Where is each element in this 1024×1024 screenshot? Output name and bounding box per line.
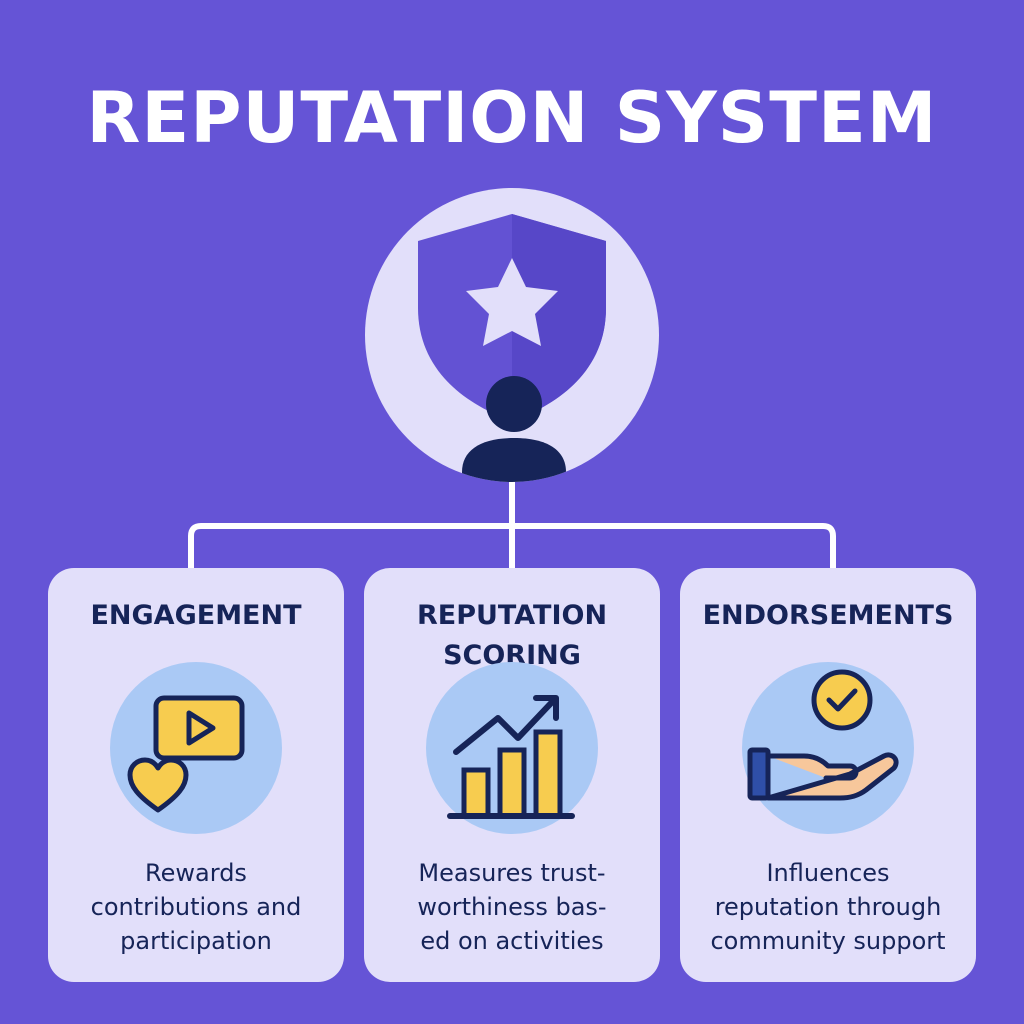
engagement-icon-circle <box>110 662 282 834</box>
check-circle-icon <box>811 669 873 731</box>
card-description: Rewards contributions and participation <box>48 856 344 958</box>
star-icon <box>466 258 558 346</box>
card-title-line: REPUTATION <box>416 600 608 631</box>
endorsements-icon-circle <box>742 662 914 834</box>
card-description: Measures trust- worthiness bas- ed on ac… <box>364 856 660 958</box>
user-icon <box>462 376 566 482</box>
diagram-title: REPUTATION SYSTEM <box>86 77 938 159</box>
card-description-line: reputation through <box>714 893 942 921</box>
scoring-icon-circle <box>426 662 598 834</box>
card-title: ENGAGEMENT <box>48 596 344 636</box>
card-description-line: Rewards <box>145 859 247 887</box>
reputation-hub <box>365 188 659 482</box>
endorsements-card: ENDORSEMENTS Influences reputation throu… <box>680 568 976 982</box>
card-description-line: contributions and <box>90 893 302 921</box>
card-description-line: ed on activities <box>420 927 604 955</box>
video-play-icon <box>153 695 245 761</box>
engagement-card: ENGAGEMENT Rewards contributions and par… <box>48 568 344 982</box>
card-title-line: ENGAGEMENT <box>90 600 302 631</box>
card-description-line: participation <box>120 927 272 955</box>
growth-chart-icon <box>447 695 575 819</box>
card-title-line: ENDORSEMENTS <box>702 600 954 631</box>
card-description-line: Measures trust- <box>418 859 606 887</box>
card-description-line: community support <box>710 927 946 955</box>
connector-branch <box>188 523 836 568</box>
open-hand-icon <box>747 747 899 801</box>
card-description-line: Influences <box>766 859 890 887</box>
heart-icon <box>127 757 189 813</box>
card-description-line: worthiness bas- <box>417 893 607 921</box>
reputation-scoring-card: REPUTATION SCORING Measures trust- worth… <box>364 568 660 982</box>
card-title: ENDORSEMENTS <box>680 596 976 636</box>
card-description: Influences reputation through community … <box>680 856 976 958</box>
